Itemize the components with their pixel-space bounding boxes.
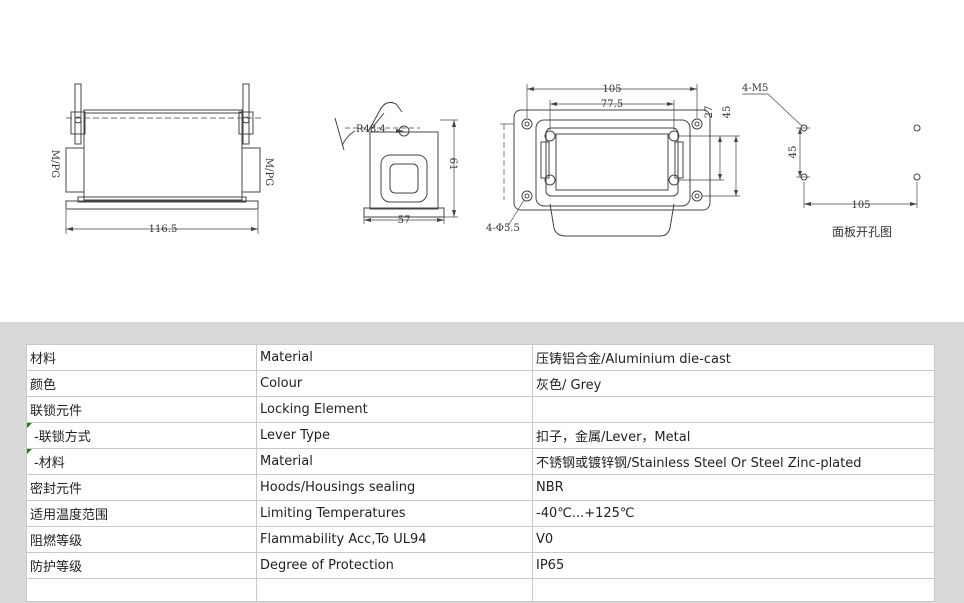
spec-label-cn: 联锁元件 — [26, 396, 257, 423]
spec-label-cn-cell: -联锁方式 — [26, 422, 257, 449]
spec-label-en: Colour — [256, 370, 533, 397]
table-row-empty — [26, 578, 935, 602]
dim-105-top: 105 — [602, 84, 621, 95]
spec-value: 灰色/ Grey — [532, 370, 935, 397]
spec-label-cn: 材料 — [26, 344, 257, 371]
spec-label-cn: 防护等级 — [26, 552, 257, 579]
table-row: 颜色 Colour 灰色/ Grey — [26, 370, 935, 397]
front-view — [65, 83, 262, 234]
dim-mpg-right: M/PG — [263, 158, 274, 186]
empty-cell — [256, 578, 533, 602]
dim-61: 61 — [447, 158, 458, 171]
spec-label-en: Hoods/Housings sealing — [256, 474, 533, 501]
dim-holes: 4-Φ5.5 — [486, 223, 520, 234]
spec-label-en: Limiting Temperatures — [256, 500, 533, 527]
side-view — [334, 102, 458, 224]
panel-cutout — [742, 93, 921, 208]
spec-label-en: Flammability Acc,To UL94 — [256, 526, 533, 553]
spec-value: V0 — [532, 526, 935, 553]
spec-label-en: Locking Element — [256, 396, 533, 423]
dim-57: 57 — [398, 215, 411, 226]
dim-116-5: 116.5 — [149, 224, 178, 235]
table-row: 密封元件 Hoods/Housings sealing NBR — [26, 474, 935, 501]
dim-mpg-left: M/PG — [49, 150, 60, 178]
spec-label-en: Material — [256, 344, 533, 371]
spec-value: -40℃...+125℃ — [532, 500, 935, 527]
spec-value: 压铸铝合金/Aluminium die-cast — [532, 344, 935, 371]
spec-label-cn-cell: -材料 — [26, 448, 257, 475]
table-row: 联锁元件 Locking Element — [26, 396, 935, 423]
spec-label-cn: 适用温度范围 — [26, 500, 257, 527]
table-row: 阻燃等级 Flammability Acc,To UL94 V0 — [26, 526, 935, 553]
dim-r48-4: R48.4 — [356, 124, 386, 135]
table-row: -材料 Material 不锈钢或镀锌钢/Stainless Steel Or … — [26, 448, 935, 475]
spec-value — [532, 396, 935, 423]
table-row: 适用温度范围 Limiting Temperatures -40℃...+125… — [26, 500, 935, 527]
dim-4-m5: 4-M5 — [742, 83, 768, 94]
dim-105-cutout: 105 — [851, 200, 870, 211]
sub-item: -联锁方式 — [27, 423, 91, 445]
comment-marker-icon — [27, 423, 32, 428]
dim-27: 27 — [704, 106, 715, 119]
spec-label-en: Degree of Protection — [256, 552, 533, 579]
table-row: 材料 Material 压铸铝合金/Aluminium die-cast — [26, 344, 935, 371]
sub-item: -材料 — [27, 449, 65, 471]
empty-cell — [26, 578, 257, 602]
spec-value: 扣子，金属/Lever，Metal — [532, 422, 935, 449]
spec-label-cn: 阻燃等级 — [26, 526, 257, 553]
spec-value: NBR — [532, 474, 935, 501]
table-row: -联锁方式 Lever Type 扣子，金属/Lever，Metal — [26, 422, 935, 449]
empty-cell — [532, 578, 935, 602]
top-view — [500, 84, 740, 237]
spec-label-cn: 密封元件 — [26, 474, 257, 501]
spec-table: 材料 Material 压铸铝合金/Aluminium die-cast 颜色 … — [26, 344, 935, 602]
dim-77-5: 77.5 — [601, 99, 623, 110]
spec-value: 不锈钢或镀锌钢/Stainless Steel Or Steel Zinc-pl… — [532, 448, 935, 475]
spec-label-cn: 颜色 — [26, 370, 257, 397]
spec-label-cn: -联锁方式 — [34, 430, 91, 445]
spec-label-en: Lever Type — [256, 422, 533, 449]
technical-drawing: M/PG M/PG 116.5 R48.4 61 57 105 77.5 27 … — [49, 83, 921, 239]
spec-label-en: Material — [256, 448, 533, 475]
table-row: 防护等级 Degree of Protection IP65 — [26, 552, 935, 579]
dim-45-top: 45 — [722, 106, 733, 119]
cutout-caption: 面板开孔图 — [832, 225, 892, 239]
dim-45-cutout: 45 — [788, 146, 799, 159]
spec-value: IP65 — [532, 552, 935, 579]
comment-marker-icon — [27, 449, 32, 454]
spec-section: 材料 Material 压铸铝合金/Aluminium die-cast 颜色 … — [0, 322, 964, 603]
spec-label-cn: -材料 — [34, 456, 65, 471]
